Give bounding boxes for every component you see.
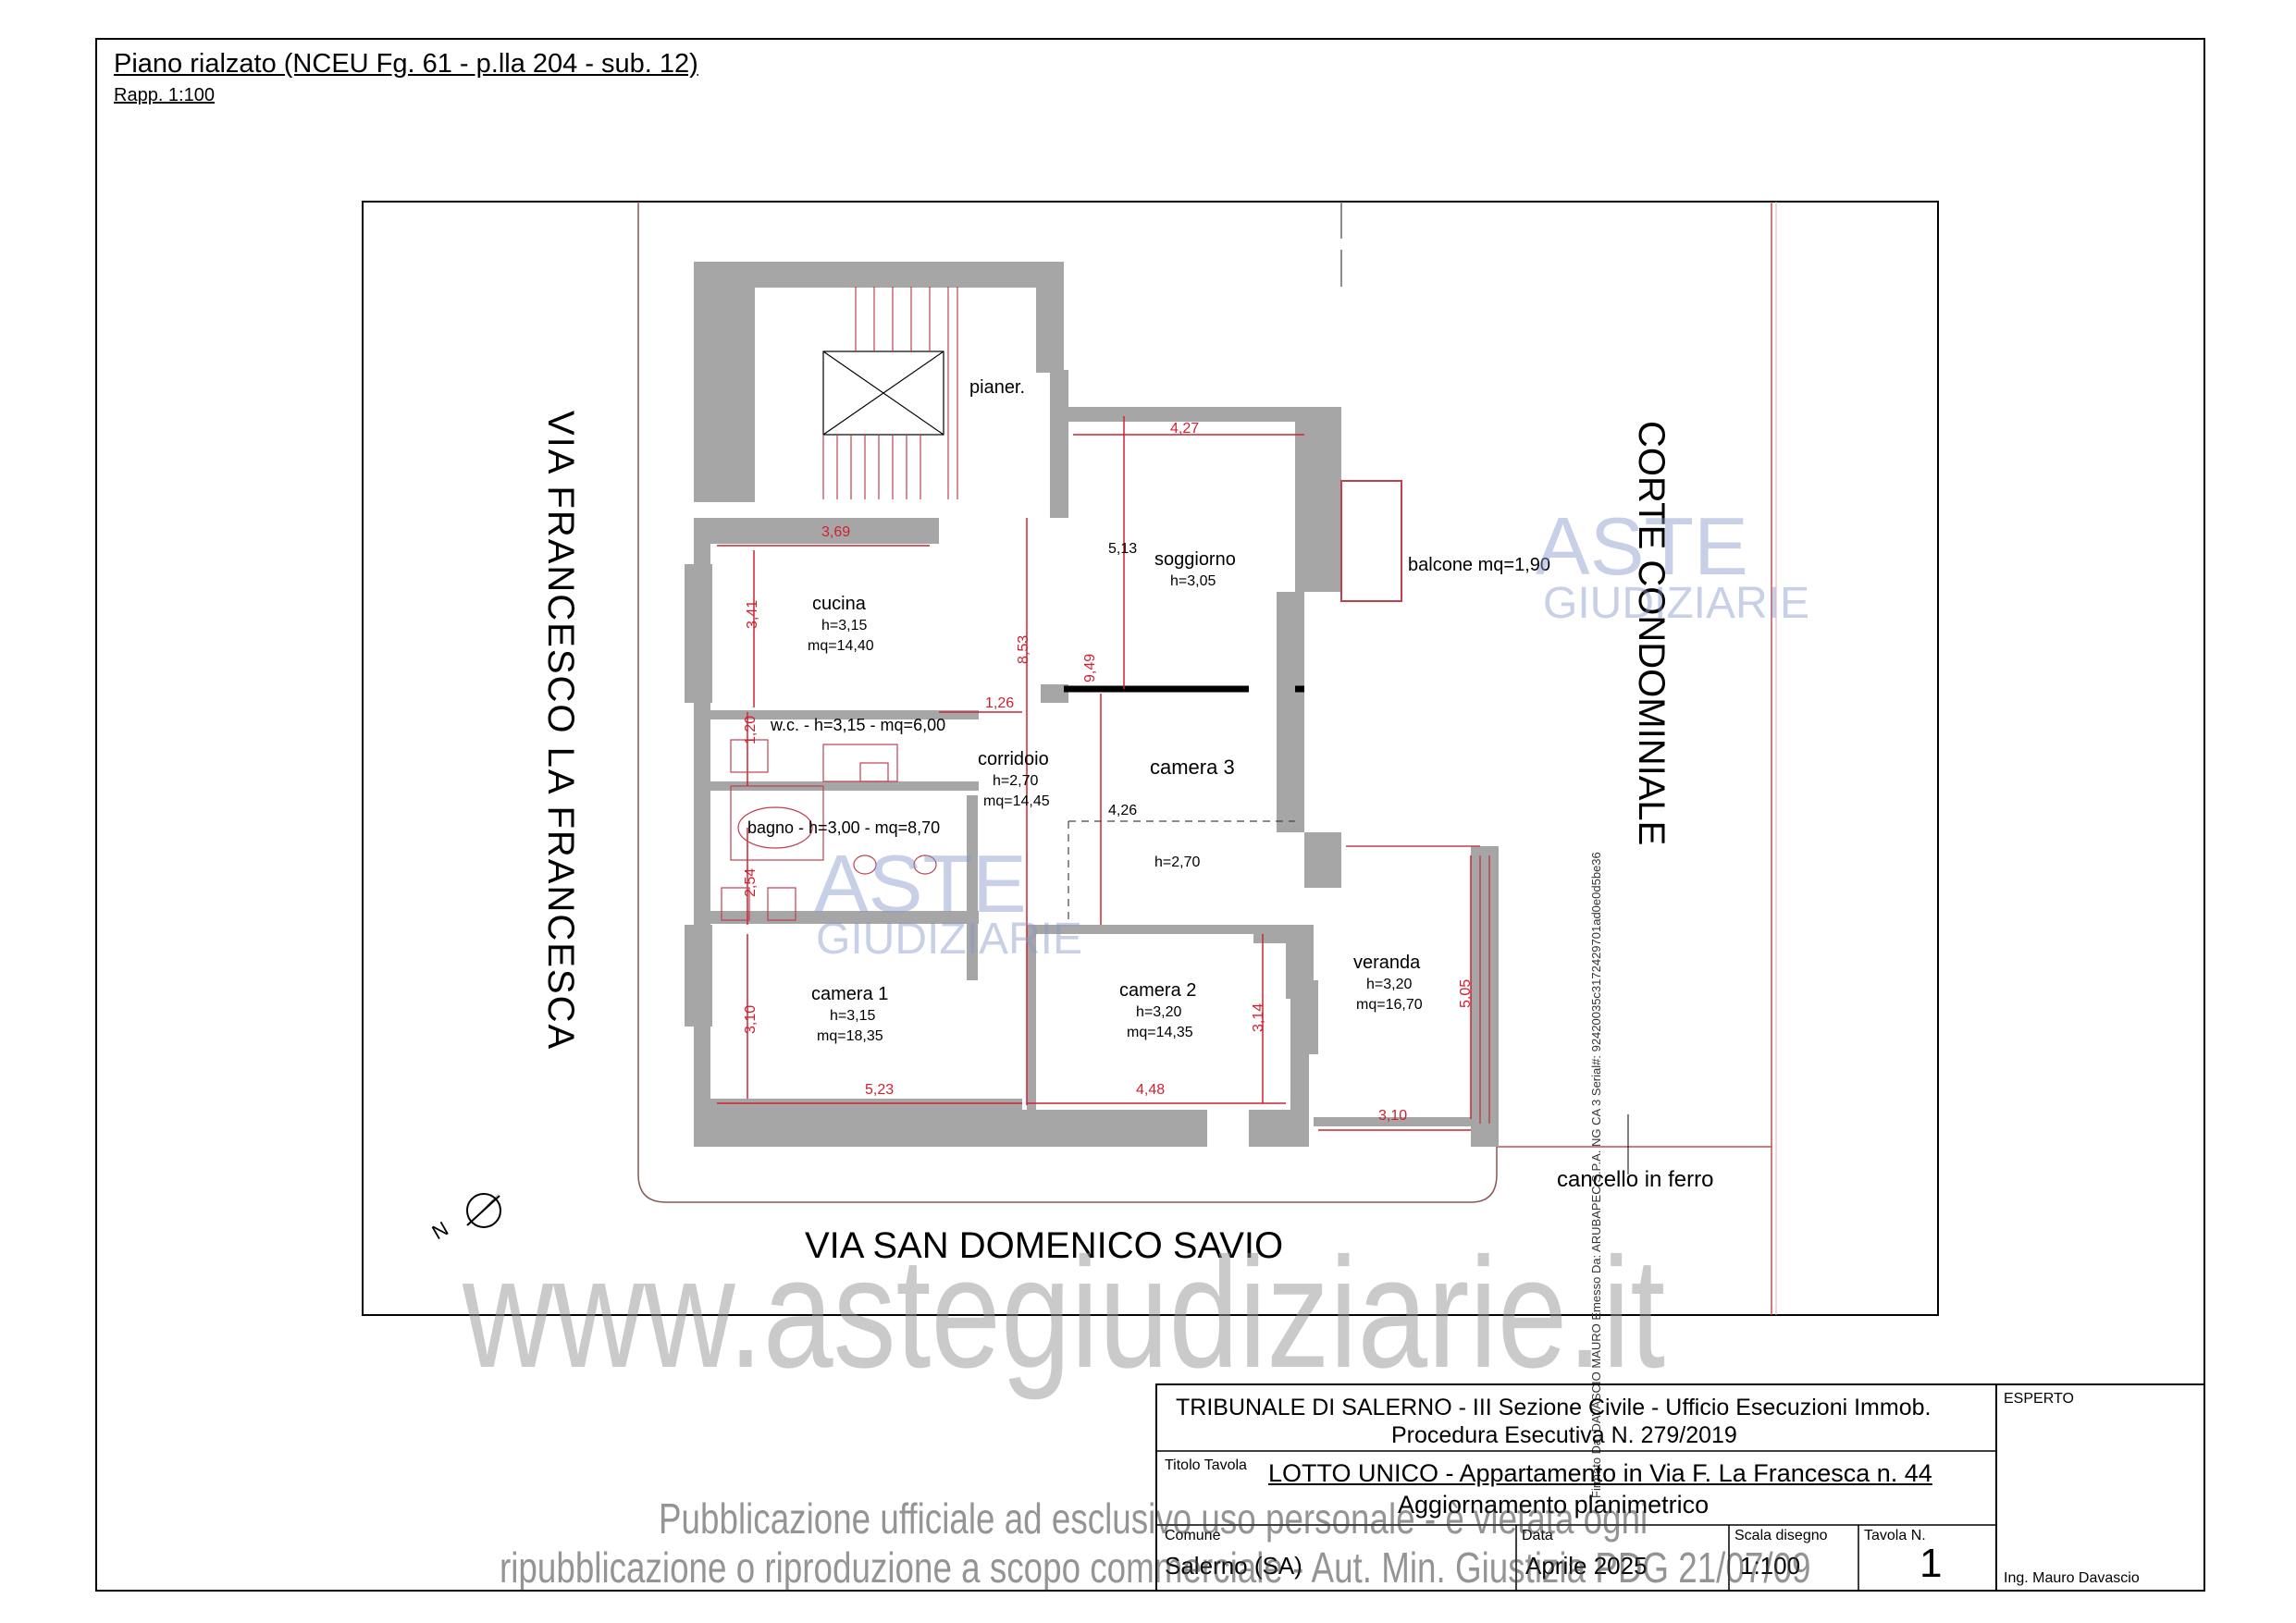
- court-line-2: Procedura Esecutiva N. 279/2019: [1391, 1422, 1737, 1448]
- tavola-label: Tavola N.: [1864, 1528, 1926, 1543]
- camera1-area: mq=18,35: [817, 1028, 883, 1044]
- dim-513: 5,13: [1108, 541, 1138, 557]
- corridoio-height: h=2,70: [993, 773, 1039, 789]
- watermark-notice-1: Pubblicazione ufficiale ad esclusivo uso…: [659, 1494, 1648, 1543]
- title-block: TRIBUNALE DI SALERNO - III Sezione Civil…: [1155, 1383, 2205, 1592]
- sheet-scale: Rapp. 1:100: [114, 85, 215, 105]
- dim-310: 3,10: [743, 1004, 759, 1034]
- data-value: Aprile 2025: [1525, 1552, 1648, 1580]
- dim-949: 9,49: [1082, 653, 1098, 682]
- dim-341: 3,41: [745, 599, 760, 629]
- dim-310b: 3,10: [1378, 1108, 1408, 1124]
- dim-126: 1,26: [985, 695, 1015, 711]
- site-boundary: [362, 201, 1939, 1316]
- dim-523: 5,23: [865, 1082, 895, 1098]
- corridoio-area: mq=14,45: [983, 793, 1050, 809]
- stairwell: [822, 287, 958, 499]
- camera1-name: camera 1: [811, 984, 889, 1004]
- dim-448: 4,48: [1136, 1082, 1166, 1098]
- soggiorno-height: h=3,05: [1170, 573, 1216, 589]
- comune-label: Comune: [1165, 1528, 1221, 1543]
- balcone-outline: [1340, 480, 1402, 602]
- titolo-line-1: LOTTO UNICO - Appartamento in Via F. La …: [1268, 1459, 1932, 1487]
- camera3-height: h=2,70: [1154, 855, 1201, 870]
- esperto-label: ESPERTO: [2004, 1391, 2074, 1407]
- sheet-title: Piano rialzato (NCEU Fg. 61 - p.lla 204 …: [114, 49, 698, 79]
- wc-label: w.c. - h=3,15 - mq=6,00: [771, 716, 946, 734]
- comune-value: Salerno (SA): [1165, 1552, 1302, 1580]
- soggiorno-name: soggiorno: [1154, 549, 1236, 570]
- camera1-height: h=3,15: [830, 1008, 876, 1024]
- dim-314: 3,14: [1251, 1002, 1266, 1032]
- cucina-height: h=3,15: [821, 618, 868, 633]
- balcone-label: balcone mq=1,90: [1408, 555, 1551, 575]
- watermark-aste-1: ASTE: [1536, 500, 1748, 592]
- cucina-area: mq=14,40: [808, 638, 874, 654]
- titolo-line-2: Aggiornamento planimetrico: [1398, 1491, 1710, 1518]
- dim-426: 4,26: [1108, 803, 1138, 818]
- camera3-name: camera 3: [1150, 756, 1235, 779]
- watermark-notice-2: ripubblicazione o riproduzione a scopo c…: [500, 1543, 1811, 1592]
- watermark-giudiziarie-2: GIUDIZIARIE: [816, 915, 1083, 964]
- dimension-lines: [717, 416, 1472, 1131]
- corridoio-name: corridoio: [978, 749, 1049, 769]
- camera2-name: camera 2: [1119, 980, 1197, 1001]
- dim-254: 2,54: [743, 867, 759, 897]
- pianerottolo-label: pianer.: [969, 377, 1026, 398]
- dim-369: 3,69: [821, 524, 851, 540]
- dim-853: 8,53: [1016, 634, 1031, 664]
- street-left: VIA FRANCESCO LA FRANCESCA: [540, 411, 581, 1051]
- scala-label: Scala disegno: [1734, 1528, 1828, 1543]
- dim-505: 5,05: [1458, 978, 1474, 1008]
- bagno-label: bagno - h=3,00 - mq=8,70: [747, 818, 941, 837]
- dim-120: 1,20: [743, 715, 759, 744]
- veranda-height: h=3,20: [1366, 977, 1413, 992]
- court-line-1: TRIBUNALE DI SALERNO - III Sezione Civil…: [1176, 1395, 1932, 1420]
- tavola-value: 1: [1920, 1541, 1943, 1586]
- data-label: Data: [1522, 1528, 1553, 1543]
- drawing-frame: [95, 38, 2205, 1592]
- walls: [685, 262, 1499, 1147]
- north-arrow: [466, 1193, 501, 1228]
- titolo-label: Titolo Tavola: [1165, 1457, 1247, 1473]
- esperto-value: Ing. Mauro Davascio: [2004, 1570, 2140, 1586]
- dim-427: 4,27: [1170, 421, 1200, 436]
- scala-value: 1:100: [1740, 1552, 1801, 1580]
- camera2-height: h=3,20: [1136, 1004, 1182, 1020]
- lot-outline: [637, 202, 1498, 1203]
- cucina-name: cucina: [812, 594, 866, 614]
- watermark-aste-2: ASTE: [814, 838, 1027, 929]
- veranda-name: veranda: [1353, 953, 1421, 973]
- street-bottom: VIA SAN DOMENICO SAVIO: [805, 1225, 1284, 1266]
- watermark-giudiziarie-1: GIUDIZIARIE: [1543, 579, 1810, 628]
- gate-label: cancello in ferro: [1557, 1167, 1714, 1192]
- watermark-url: www.astegiudiziarie.it: [463, 1225, 1666, 1401]
- camera2-area: mq=14,35: [1127, 1025, 1193, 1040]
- street-right: CORTE CONDOMINIALE: [1631, 421, 1672, 846]
- veranda-area: mq=16,70: [1356, 997, 1423, 1013]
- bathroom-fixtures: [721, 739, 937, 921]
